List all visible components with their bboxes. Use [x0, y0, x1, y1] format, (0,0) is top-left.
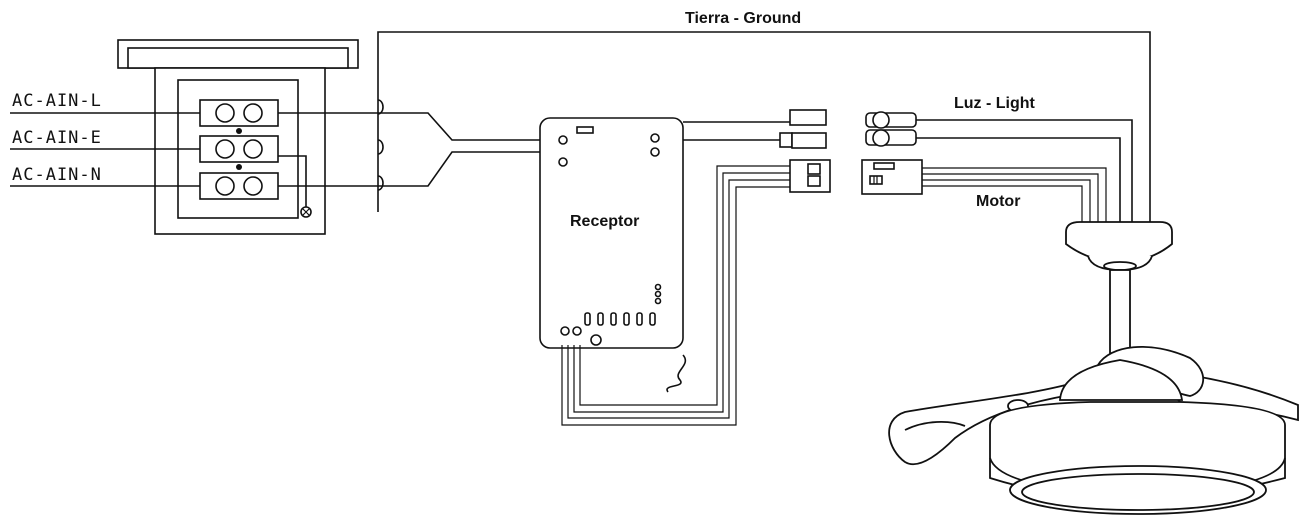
- ceiling-fan: [888, 221, 1299, 515]
- light-label: Luz - Light: [954, 95, 1036, 112]
- ac-input-wires: [10, 112, 540, 207]
- motor-label: Motor: [976, 193, 1020, 210]
- receiver-module: [539, 117, 687, 393]
- receiver-output-wires: [561, 121, 790, 426]
- connectors: [779, 109, 923, 195]
- ac-l-label: AC-AIN-L: [12, 91, 102, 111]
- ac-n-label: AC-AIN-N: [12, 165, 102, 185]
- terminal-block: [199, 99, 312, 218]
- ac-e-label: AC-AIN-E: [12, 128, 102, 148]
- ground-label: Tierra - Ground: [685, 10, 801, 27]
- receptor-label: Receptor: [570, 213, 639, 230]
- fan-side-wires: [916, 119, 1133, 222]
- ground-wire: [377, 31, 1151, 222]
